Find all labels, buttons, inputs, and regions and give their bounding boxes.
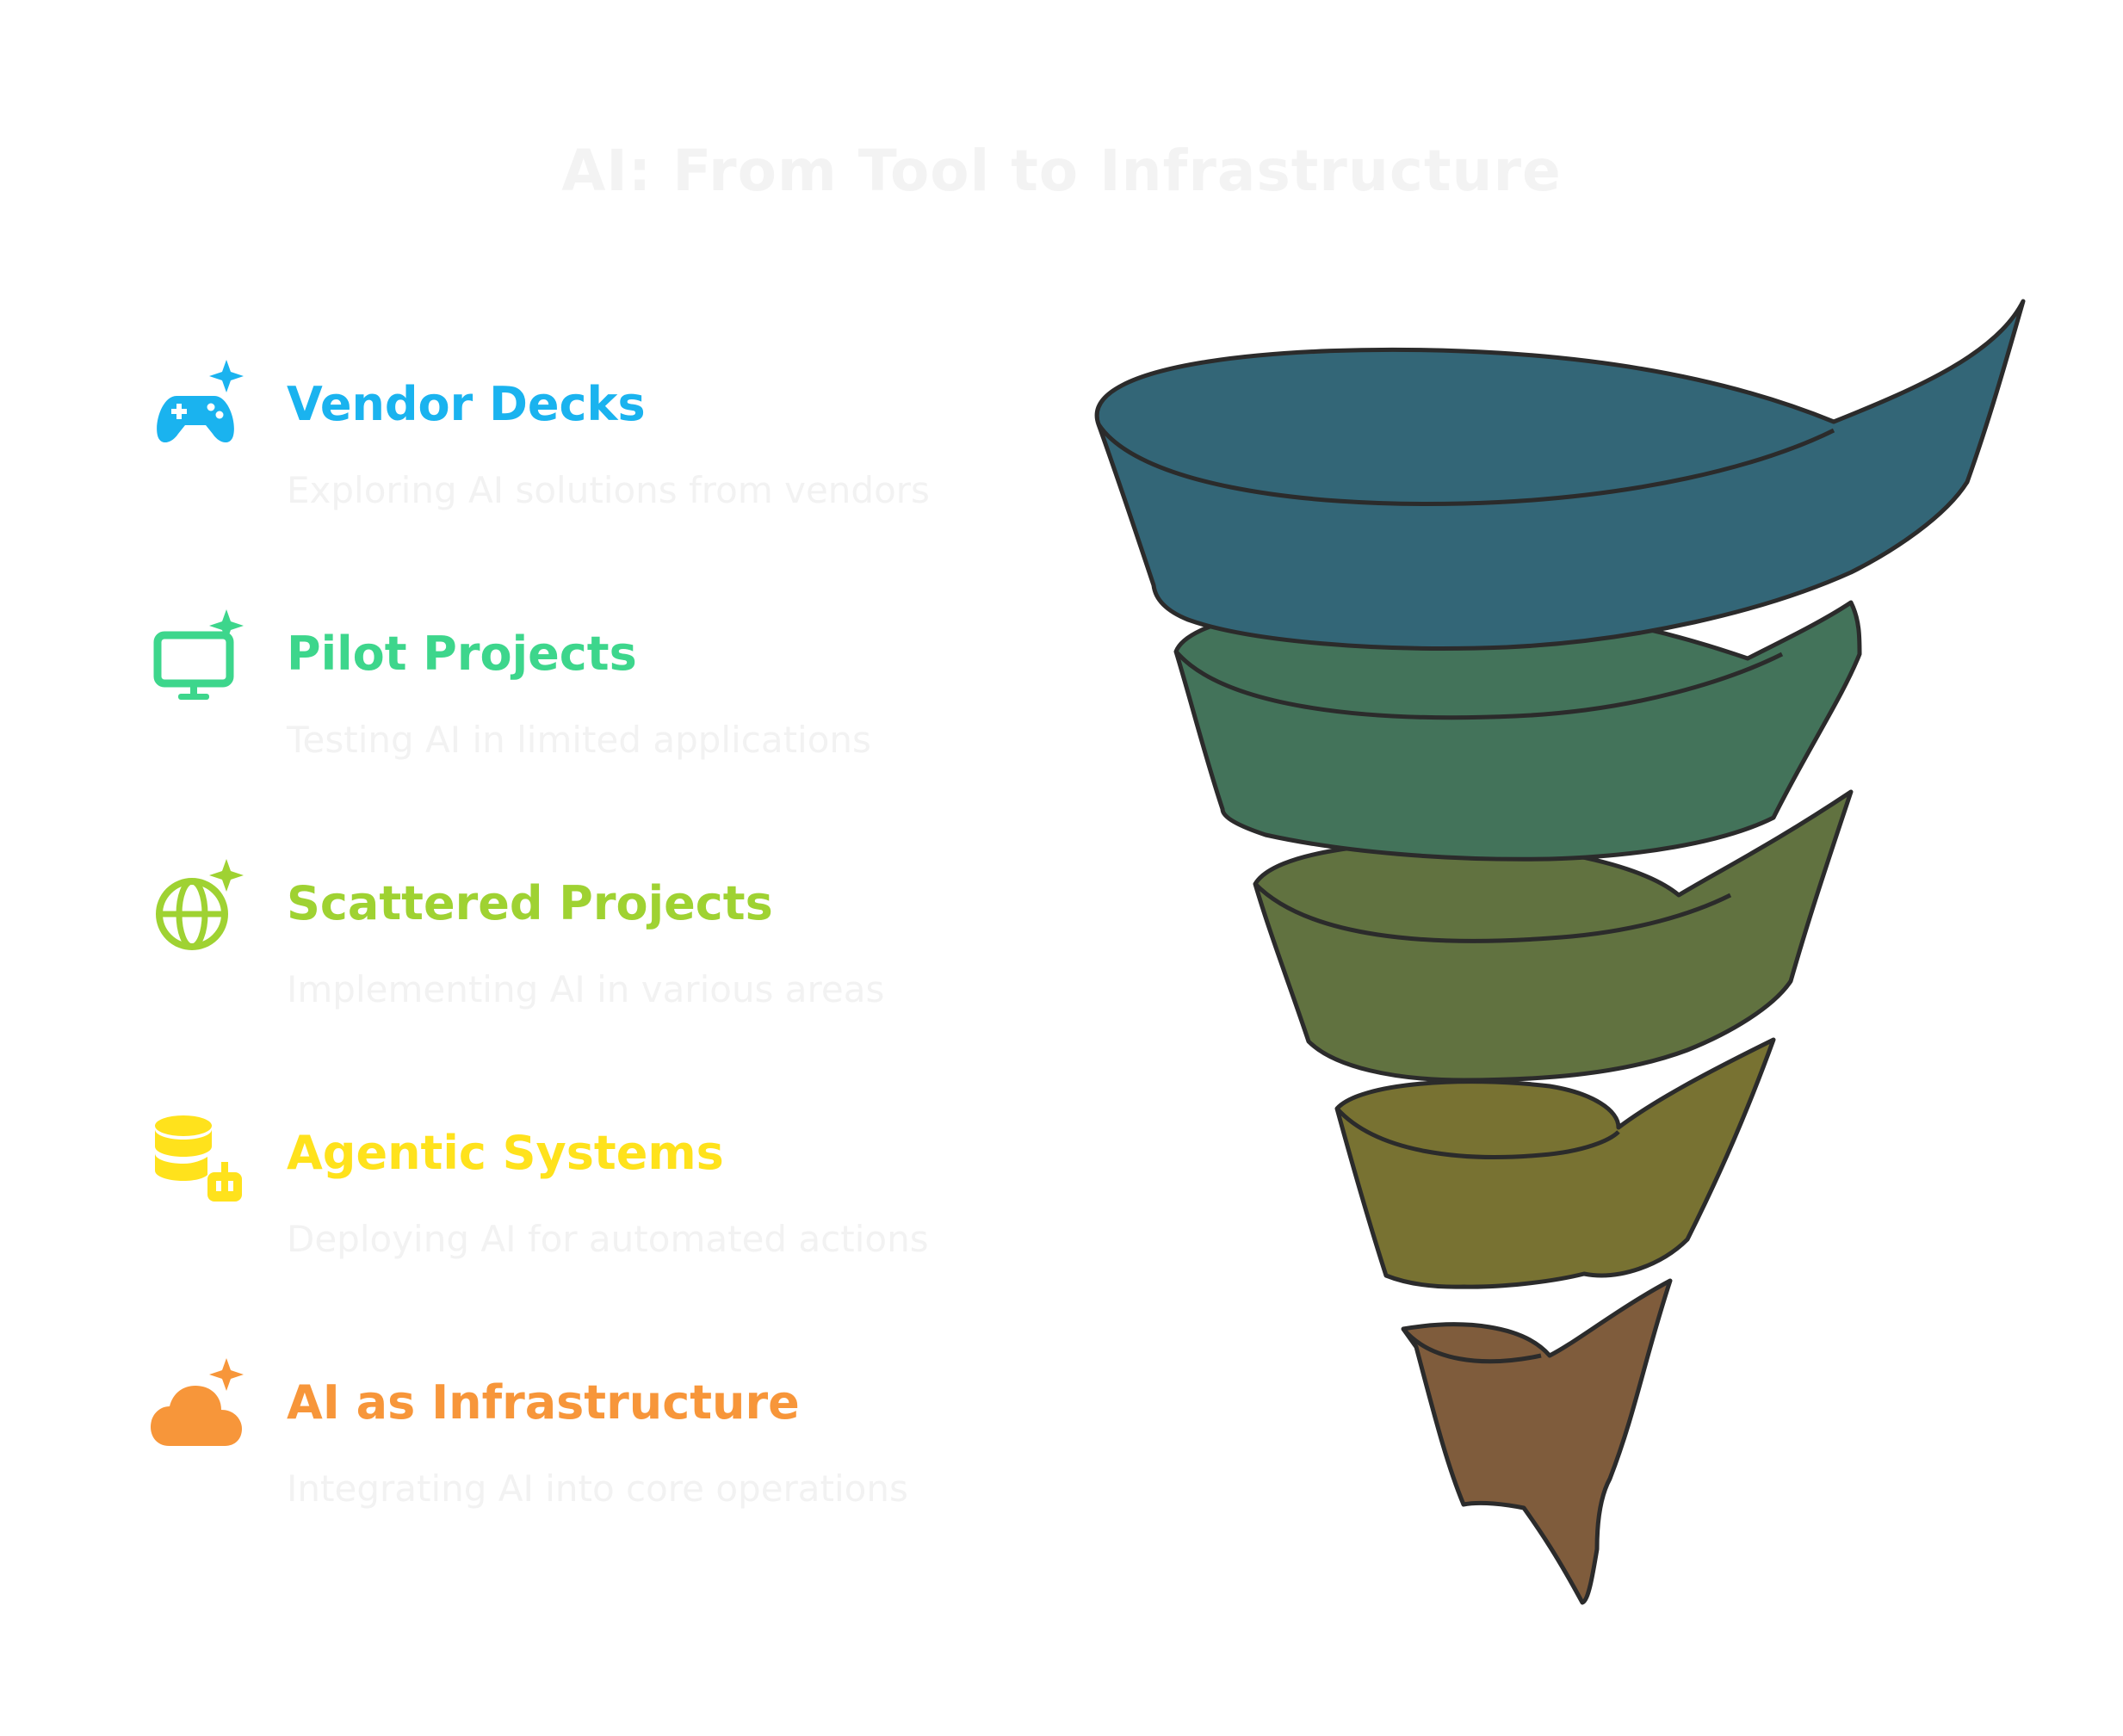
stage-description: Integrating AI into core operations [287,1467,908,1510]
stage-ai-as-infrastructure: AI as Infrastructure Integrating AI into… [151,1358,1012,1565]
stage-description: Exploring AI solutions from vendors [287,469,930,511]
stage-description: Implementing AI in various areas [287,968,885,1010]
stage-description: Deploying AI for automated actions [287,1218,929,1260]
globe-sparkle-icon [151,859,247,955]
stage-label: Scattered Projects [287,876,773,930]
stage-agentic-systems: Agentic Systems Deploying AI for automat… [151,1109,1012,1315]
spiral-funnel [1094,299,2026,1605]
funnel-band-vendor-decks [1094,299,2026,651]
gamepad-sparkle-icon [151,360,247,456]
stage-scattered-projects: Scattered Projects Implementing AI in va… [151,859,1012,1066]
cloud-sparkle-icon [151,1358,247,1455]
funnel-band-agentic-systems [1334,1037,1776,1289]
stage-label: Pilot Projects [287,627,637,681]
funnel-band-ai-as-infrastructure [1401,1278,1673,1605]
monitor-sparkle-icon [151,609,247,706]
stage-description: Testing AI in limited applications [287,719,871,761]
stage-pilot-projects: Pilot Projects Testing AI in limited app… [151,609,1012,816]
stage-label: Vendor Decks [287,377,646,431]
stage-vendor-decks: Vendor Decks Exploring AI solutions from… [151,360,1012,566]
database-robot-icon [151,1109,247,1205]
diagram-title: AI: From Tool to Infrastructure [561,138,1562,204]
stage-label: AI as Infrastructure [287,1375,800,1430]
stage-label: Agentic Systems [287,1126,724,1180]
